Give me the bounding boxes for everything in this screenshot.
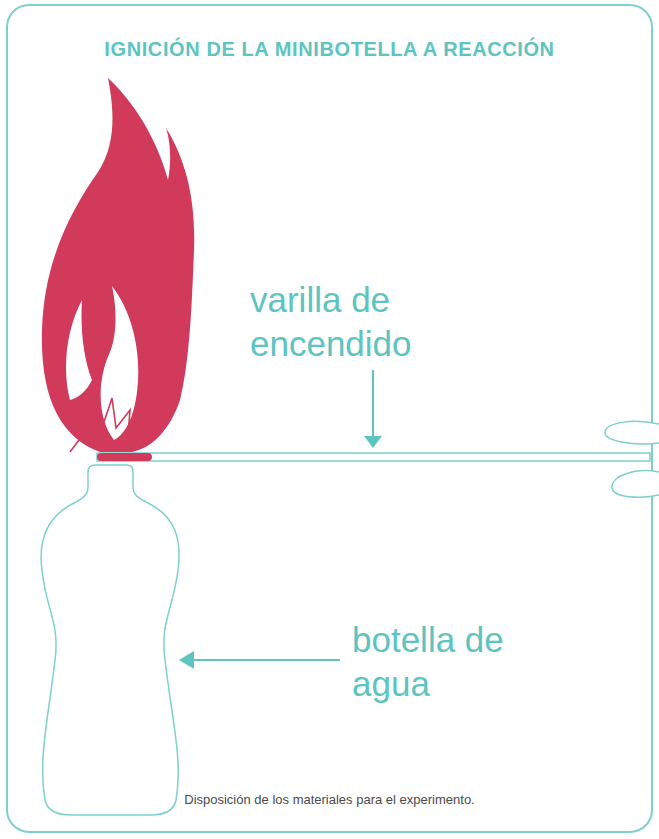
water-bottle <box>41 465 179 815</box>
leader-line <box>372 370 374 438</box>
ignition-rod <box>97 453 650 461</box>
flame <box>42 78 194 452</box>
callout-label: botella de agua <box>352 618 552 706</box>
diagram-title: IGNICIÓN DE LA MINIBOTELLA A REACCIÓN <box>20 38 639 61</box>
thumb <box>612 471 659 498</box>
leader-line <box>192 659 340 661</box>
burning-tip <box>97 453 152 461</box>
arrow-head <box>364 436 382 448</box>
finger <box>605 421 659 443</box>
diagram-caption: Disposición de los materiales para el ex… <box>20 792 639 807</box>
frame <box>7 5 652 832</box>
sparks <box>68 398 146 452</box>
arrow-head <box>179 651 194 669</box>
callout-label: varilla de encendido <box>250 278 460 366</box>
